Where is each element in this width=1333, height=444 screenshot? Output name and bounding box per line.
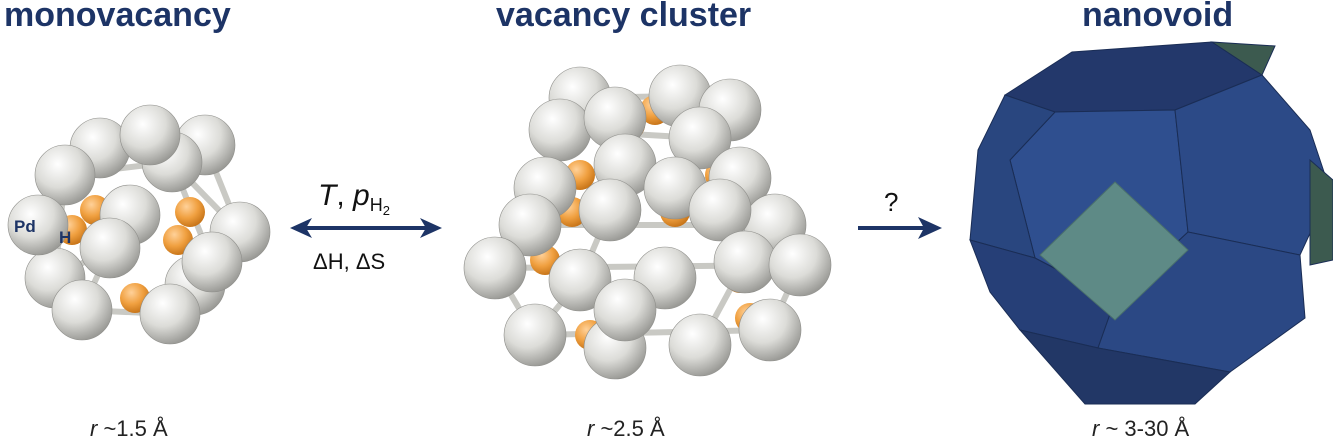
palladium-atom (593, 278, 657, 342)
palladium-atom (119, 104, 181, 166)
palladium-atom (79, 217, 141, 279)
hydrogen-atom (175, 197, 205, 227)
nanovoid-title: nanovoid (1082, 0, 1234, 34)
palladium-atom (503, 303, 567, 367)
radius-value: ~2.5 Å (594, 416, 665, 441)
palladium-atom (578, 178, 642, 242)
monovacancy-radius: r ~1.5 Å (90, 416, 168, 442)
entropy-symbol: ΔS (356, 249, 385, 274)
monovacancy-structure (7, 104, 271, 345)
question-mark: ? (884, 187, 898, 217)
palladium-atom (548, 248, 612, 312)
palladium-atom (768, 233, 832, 297)
equilibrium-bottom-label: ΔH, ΔS (313, 249, 385, 274)
palladium-atom (528, 98, 592, 162)
monovacancy-title: monovacancy (4, 0, 231, 34)
temperature-symbol: T (318, 179, 339, 212)
vacancy-cluster-structure (463, 64, 832, 380)
radius-value: ~ 3-30 Å (1099, 416, 1190, 441)
palladium-atom (713, 230, 777, 294)
equilibrium-top-label: T, pH2 (318, 179, 390, 218)
palladium-atom (738, 298, 802, 362)
radius-symbol: r (1092, 416, 1100, 441)
palladium-atom (668, 313, 732, 377)
palladium-atom (688, 178, 752, 242)
palladium-atom (463, 236, 527, 300)
h-label: H (59, 228, 71, 247)
nanovoid-radius: r ~ 3-30 Å (1092, 416, 1189, 442)
bottom-separator: , (344, 249, 356, 274)
pressure-symbol: p (352, 179, 370, 212)
pd-label: Pd (14, 217, 36, 236)
bond (534, 327, 771, 338)
radius-value: ~1.5 Å (97, 416, 168, 441)
arrow-head-right-icon (420, 218, 442, 238)
vacancy-cluster-title: vacancy cluster (496, 0, 752, 34)
palladium-atom (668, 106, 732, 170)
palladium-atom (498, 193, 562, 257)
radius-symbol: r (587, 416, 595, 441)
nanovoid-square-face (1039, 181, 1189, 321)
palladium-atom (34, 144, 96, 206)
palladium-atom (7, 194, 69, 256)
question-arrow-head-icon (918, 217, 942, 239)
palladium-atom (139, 283, 201, 345)
palladium-atom (51, 279, 113, 341)
arrow-head-left-icon (290, 218, 312, 238)
nanovoid-polyhedron (969, 41, 1333, 405)
hydrogen-subscript: H (370, 195, 383, 215)
enthalpy-symbol: ΔH (313, 249, 344, 274)
palladium-atom (181, 231, 243, 293)
radius-symbol: r (90, 416, 98, 441)
vacancy-cluster-radius: r ~2.5 Å (587, 416, 665, 442)
top-separator: , (336, 179, 353, 212)
hydrogen-subsubscript: 2 (383, 203, 390, 218)
equilibrium-arrow (290, 218, 442, 238)
